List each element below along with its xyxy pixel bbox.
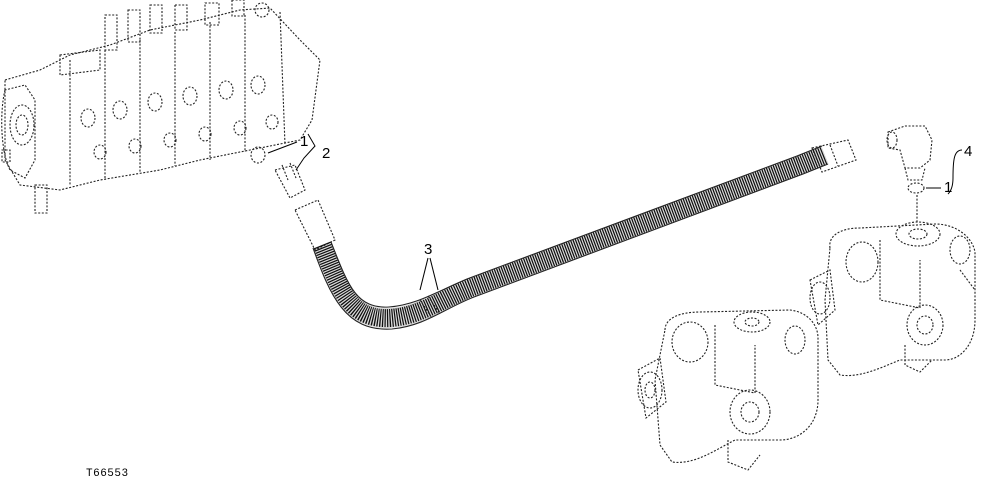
o-ring-right	[907, 182, 925, 194]
figure-id-label: T66553	[86, 468, 129, 480]
callout-4: 4	[947, 143, 972, 195]
elbow-fitting	[886, 125, 933, 181]
svg-text:1: 1	[944, 179, 952, 196]
callout-1-left: 1	[267, 133, 308, 154]
svg-text:4: 4	[964, 143, 972, 160]
o-ring-left	[250, 146, 266, 164]
control-valve-stack	[1, 0, 321, 214]
valve-body-front	[637, 309, 819, 471]
callout-3: 3	[419, 241, 439, 291]
adapter-fitting	[274, 162, 306, 199]
svg-text:3: 3	[424, 241, 432, 258]
valve-body-rear	[809, 221, 976, 377]
callout-2: 2	[295, 133, 330, 171]
svg-text:2: 2	[322, 145, 330, 162]
svg-text:1: 1	[300, 133, 308, 150]
callout-1-right: 1	[926, 179, 952, 196]
hydraulic-hose	[294, 139, 857, 330]
